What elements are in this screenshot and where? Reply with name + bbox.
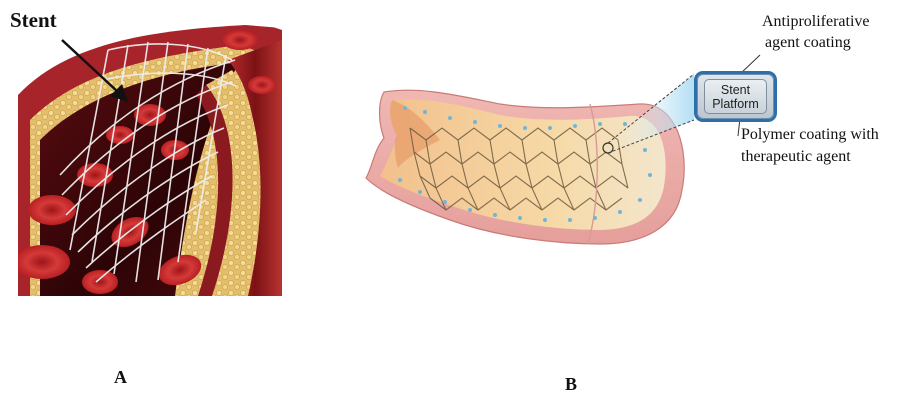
stent-callout-label: Stent bbox=[10, 8, 57, 33]
stent-platform-inner: Stent Platform bbox=[704, 79, 767, 114]
stent-platform-line1: Stent bbox=[721, 83, 750, 97]
panel-a-illustration bbox=[14, 25, 282, 296]
panel-a-letter: A bbox=[114, 367, 127, 388]
polymer-label-line1: Polymer coating with bbox=[741, 126, 879, 144]
stent-platform-line2: Platform bbox=[712, 97, 759, 111]
panel-b-letter: B bbox=[565, 374, 577, 395]
antiproliferative-label-line1: Antiproliferative bbox=[762, 13, 870, 31]
stent-platform-box: Stent Platform bbox=[694, 71, 777, 122]
polymer-label-line2: therapeutic agent bbox=[741, 148, 851, 166]
antiproliferative-label-line2: agent coating bbox=[765, 34, 851, 52]
